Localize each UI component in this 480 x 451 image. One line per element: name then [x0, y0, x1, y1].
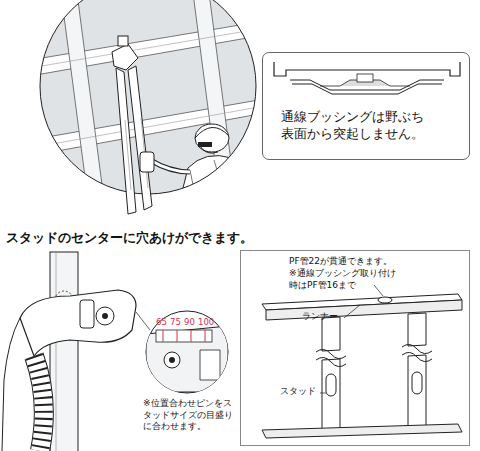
stud-runner-part	[344, 305, 360, 318]
part-label: ランナー	[302, 311, 338, 323]
stud-runner-part	[408, 313, 426, 346]
ceiling-scene-part	[30, 27, 270, 68]
part-label-holder: スタッド	[280, 386, 316, 398]
scale-number-holder: 100	[198, 317, 214, 328]
scale-zoom-part-part	[156, 330, 212, 342]
stud-and-tool	[2, 252, 150, 451]
ceiling-scene-part	[30, 0, 270, 200]
scale-zoom-part-part	[169, 357, 175, 363]
stud-runner-part	[402, 352, 432, 361]
scale-zoom-part-part	[200, 350, 220, 380]
punch-tool-part	[128, 66, 152, 210]
note-text-holder: ※位置合わせピンをスタッドサイズの目盛りに合わせます。	[143, 398, 235, 433]
ceiling-scene-part	[58, 0, 104, 200]
stud-and-tool-part	[96, 307, 114, 325]
stud-and-tool-part	[34, 356, 44, 451]
scale-zoom-part	[146, 326, 228, 392]
stud-runner-part	[378, 297, 392, 303]
stud-runner-part	[408, 355, 426, 431]
heading-text-holder: スタッドのセンターに穴あけができます。	[6, 230, 253, 246]
stud-runner-part	[320, 393, 326, 394]
ceiling-scene-part	[180, 156, 262, 200]
stud-runner-part	[262, 424, 462, 438]
figure-box: PF管22が貫通できます。※通線ブッシング取り付け時はPF管16まで	[240, 250, 470, 446]
scale-zoom-part-part	[191, 330, 192, 342]
scale-number: 90	[184, 317, 195, 328]
part-label-holder: ランナー	[302, 311, 338, 323]
part-label: スタッド	[280, 386, 316, 398]
scale-number: 65	[156, 317, 167, 328]
scale-number-holder: 65	[156, 317, 167, 328]
punch-tool-part	[118, 36, 128, 46]
ceiling-scene-part	[150, 160, 190, 172]
stud-and-tool-part	[2, 318, 20, 451]
scene-frame	[40, 0, 256, 194]
ceiling-scene-part	[198, 142, 212, 147]
ceiling-scene-part	[30, 98, 270, 156]
note-text: PF管22が貫通できます。	[289, 256, 392, 268]
scale-zoom-part-part	[163, 330, 164, 342]
ceiling-scene-part	[195, 127, 229, 138]
channel-section	[274, 62, 460, 94]
stud-and-tool-part	[136, 312, 150, 330]
stud-runner-part	[374, 285, 383, 296]
stud-runner-part	[412, 372, 422, 394]
stud-runner-part	[322, 317, 340, 351]
ceiling-scene-part	[195, 124, 229, 152]
scale-number: 75	[170, 317, 181, 328]
stud-runner-part	[266, 300, 462, 320]
scale-zoom	[146, 311, 228, 393]
stud-and-tool-part	[80, 300, 94, 328]
punch-tool-part	[112, 44, 138, 70]
scale-zoom-part-part	[146, 326, 228, 392]
scale-number-holder: 75	[170, 317, 181, 328]
punch-tool-part	[140, 152, 154, 172]
stud-runner	[262, 285, 462, 438]
scale-number: 100	[198, 317, 214, 328]
note-text: ※通線ブッシング取り付け時はPF管16まで	[289, 268, 403, 291]
scale-zoom-part-part	[177, 330, 178, 342]
stud-runner-part	[326, 374, 336, 396]
stud-and-tool-part	[50, 252, 78, 451]
stud-and-tool-part	[20, 290, 136, 356]
stud-runner-part	[316, 357, 346, 366]
scale-zoom-part	[146, 311, 228, 393]
channel-section-part	[357, 74, 373, 82]
ceiling-scene	[30, 0, 270, 200]
ceiling-scene-part	[200, 146, 218, 153]
stud-and-tool-part	[56, 252, 57, 451]
note-text: 通線ブッシングは野ぶち表面から突起しません。	[281, 109, 431, 143]
scale-number-holder: 90	[184, 317, 195, 328]
note-text: ※位置合わせピンをスタッドサイズの目盛りに合わせます。	[143, 398, 235, 433]
note-box: 通線ブッシングは野ぶち表面から突起しません。	[262, 52, 470, 160]
stud-and-tool-part	[34, 356, 44, 451]
ceiling-scene-part	[30, 105, 270, 148]
stud-runner-part	[322, 359, 340, 433]
ceiling-scene-part	[150, 160, 190, 172]
stud-and-tool-part	[34, 356, 44, 451]
heading-text: スタッドのセンターに穴あけができます。	[6, 230, 253, 246]
scale-zoom-part-part	[164, 352, 180, 368]
stud-and-tool-part	[102, 313, 108, 319]
punch-tool	[112, 36, 154, 214]
scale-zoom-part-part	[205, 330, 206, 342]
